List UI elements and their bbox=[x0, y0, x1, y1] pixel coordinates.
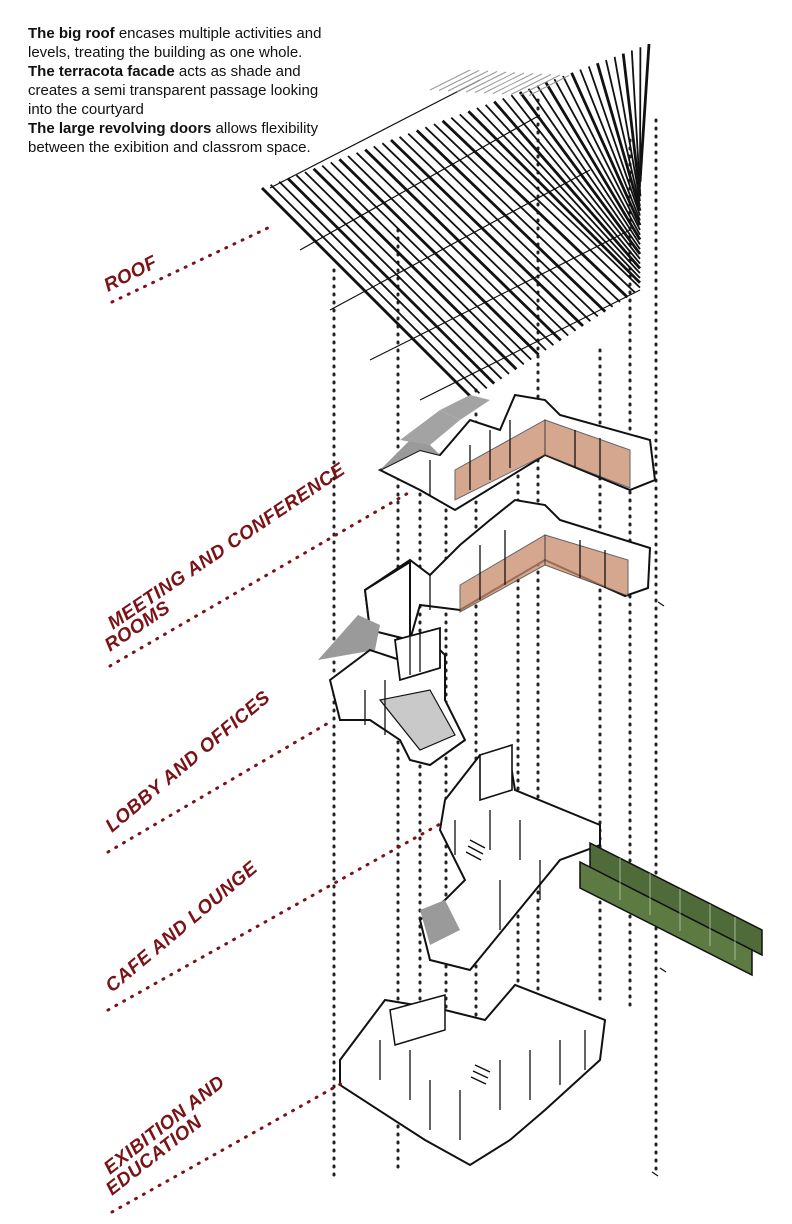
note-big-roof: The big roof encases multiple activities… bbox=[28, 24, 328, 62]
note-big-roof-title: The big roof bbox=[28, 25, 115, 42]
exhibition-floor bbox=[339, 983, 607, 1167]
note-terracota-facade: The terracota facade acts as shade and c… bbox=[28, 62, 328, 119]
level-label-roof: ROOF bbox=[101, 252, 162, 297]
roof-layer bbox=[261, 43, 651, 401]
green-facade-wall bbox=[579, 841, 763, 977]
meeting-floor-upper bbox=[377, 393, 657, 512]
level-label-lobby: LOBBY AND OFFICES bbox=[102, 687, 275, 837]
cafe-stair bbox=[465, 839, 486, 861]
roof-leader: ROOF bbox=[101, 224, 274, 304]
exhibition-leader: EXIBITION AND EDUCATION bbox=[100, 1072, 346, 1214]
level-label-cafe: CAFE AND LOUNGE bbox=[102, 857, 263, 997]
design-notes: The big roof encases multiple activities… bbox=[28, 24, 328, 157]
note-terracota-facade-title: The terracota facade bbox=[28, 63, 175, 80]
lobby-floor bbox=[318, 615, 467, 767]
level-label-meeting-line1: MEETING AND CONFERENCE bbox=[104, 459, 350, 634]
stray-marks bbox=[651, 601, 667, 1177]
note-big-roof-text: encases multiple activities and levels, … bbox=[28, 25, 322, 61]
level-label-exhibition-line1: EXIBITION AND bbox=[100, 1072, 229, 1179]
cafe-leader: CAFE AND LOUNGE bbox=[102, 822, 442, 1012]
exhibition-stair bbox=[470, 1064, 491, 1085]
note-terracota-facade-text: acts as shade and creates a semi transpa… bbox=[28, 63, 319, 118]
note-revolving-doors-text: allows flexibility between the exibition… bbox=[28, 120, 319, 156]
note-revolving-doors-title: The large revolving doors bbox=[28, 120, 212, 137]
cafe-floor bbox=[418, 743, 601, 972]
meeting-floor-lower bbox=[363, 498, 652, 642]
lobby-leader: LOBBY AND OFFICES bbox=[102, 687, 332, 854]
note-revolving-doors: The large revolving doors allows flexibi… bbox=[28, 119, 328, 157]
